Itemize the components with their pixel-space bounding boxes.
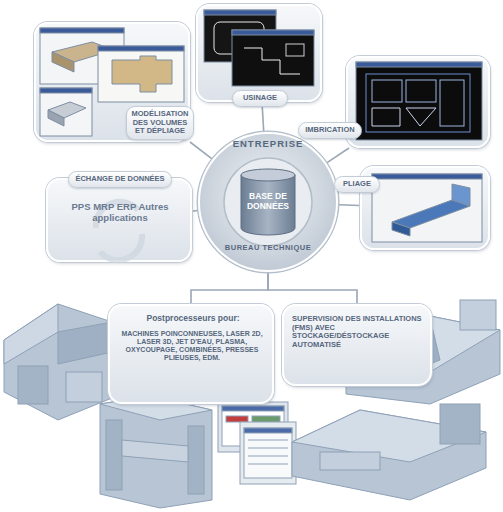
decor-shape xyxy=(100,234,142,260)
process-box: PLIAGE xyxy=(360,166,490,250)
punching-machine xyxy=(4,304,112,420)
decor-shape xyxy=(286,44,304,56)
decor-shape xyxy=(356,62,482,140)
decor-shape xyxy=(248,464,288,465)
decor-shape xyxy=(440,404,480,444)
decor-shape xyxy=(58,322,112,364)
decor-shape xyxy=(372,174,482,242)
decor-shape xyxy=(320,452,380,470)
connector-line xyxy=(190,142,212,159)
box-heading: Postprocesseurs pour: xyxy=(120,314,266,324)
decor-shape xyxy=(222,406,284,411)
nesting-screenshot xyxy=(356,62,482,140)
process-box: USINAGE xyxy=(196,4,322,102)
decor-shape xyxy=(40,88,92,136)
decor-shape xyxy=(392,222,410,236)
bending-screenshot xyxy=(372,174,482,242)
connector-line xyxy=(339,204,360,206)
ring-band: ENTREPRISE BUREAU TECHNIQUE BASE DE DONNÉE… xyxy=(196,130,340,274)
decor-shape xyxy=(214,22,264,54)
decor-shape xyxy=(48,110,64,126)
decor-shape xyxy=(406,108,436,126)
box-text: PPS MRP ERP Autres applications xyxy=(66,202,174,224)
connector-line xyxy=(327,148,349,163)
decor-shape xyxy=(372,80,402,102)
decor-shape xyxy=(4,304,58,364)
connector-line xyxy=(191,273,268,304)
decor-shape xyxy=(232,30,314,86)
decor-shape xyxy=(96,202,138,228)
box-text: MACHINES POINCONNEUSES, LASER 2D, LASER … xyxy=(118,330,266,362)
decor-shape xyxy=(244,48,300,74)
modelling-screenshots xyxy=(40,28,184,136)
decor-shape xyxy=(52,52,74,72)
decor-shape xyxy=(406,80,436,102)
decor-shape xyxy=(440,80,464,126)
decor-shape xyxy=(52,42,114,62)
box-heading: SUPERVISION DES INSTALLATIONS (FMS) AVEC… xyxy=(292,315,424,350)
tab-label: MODÉLISATION DES VOLUMES ET DÉPLIAGE xyxy=(126,106,194,140)
decor-shape xyxy=(232,30,314,35)
box-text: BUREAU TECHNIQUE xyxy=(196,244,340,253)
tab-label: PLIAGE xyxy=(334,176,380,193)
decor-shape xyxy=(248,440,288,441)
decor-shape xyxy=(98,46,184,51)
decor-shape xyxy=(112,56,172,92)
box-heading: ENTREPRISE xyxy=(196,139,340,150)
decor-shape xyxy=(452,184,470,206)
ring-outer xyxy=(197,131,339,273)
process-box: Postprocesseurs pour: MACHINES POINCONNEU… xyxy=(108,304,274,404)
tab-label: ÉCHANGE DE DONNÉES xyxy=(68,171,172,188)
decor-shape xyxy=(244,428,292,478)
decor-shape xyxy=(356,62,482,67)
decor-shape xyxy=(4,304,112,420)
machining-screenshots xyxy=(204,10,314,86)
decor-shape xyxy=(392,200,470,228)
decor-shape xyxy=(372,108,400,126)
decor-shape xyxy=(40,28,124,33)
exchange-symbol xyxy=(96,202,142,260)
decor-shape xyxy=(248,456,288,457)
decor-shape xyxy=(248,448,288,449)
decor-shape xyxy=(98,46,184,102)
tab-label: IMBRICATION xyxy=(298,122,362,139)
decor-shape xyxy=(122,440,188,462)
tab-label: USINAGE xyxy=(232,90,288,107)
decor-shape xyxy=(40,28,124,84)
decor-shape xyxy=(40,88,92,93)
cylinder-top xyxy=(241,169,295,181)
process-box: IMBRICATION xyxy=(346,56,490,148)
press-brake xyxy=(100,396,212,508)
process-box: MODÉLISATION DES VOLUMES ET DÉPLIAGE xyxy=(34,22,190,142)
decor-shape xyxy=(366,74,470,132)
ring-inner xyxy=(224,158,312,246)
storage-system xyxy=(292,404,486,500)
decor-shape xyxy=(48,102,86,118)
decor-shape xyxy=(66,372,102,402)
control-screens xyxy=(218,402,296,484)
decor-shape xyxy=(204,10,276,15)
decor-shape xyxy=(372,174,482,179)
process-box: ÉCHANGE DE DONNÉESPPS MRP ERP Autres app… xyxy=(46,178,192,262)
cylinder-body xyxy=(241,175,295,235)
decor-shape xyxy=(18,366,48,404)
process-box: SUPERVISION DES INSTALLATIONS (FMS) AVEC… xyxy=(282,304,432,386)
decor-shape xyxy=(100,396,212,508)
decor-shape xyxy=(460,300,496,330)
decor-shape xyxy=(226,416,248,422)
decor-shape xyxy=(240,422,296,484)
database-cylinder: BASE DE DONNÉES xyxy=(239,168,297,236)
connector-line xyxy=(268,273,357,304)
decor-shape xyxy=(244,428,292,433)
decor-shape xyxy=(106,420,122,490)
decor-shape xyxy=(188,426,204,494)
decor-shape xyxy=(204,10,276,62)
box-heading: BASE DE DONNÉES xyxy=(241,192,295,212)
connector-line xyxy=(192,210,198,212)
decor-shape xyxy=(252,416,280,422)
